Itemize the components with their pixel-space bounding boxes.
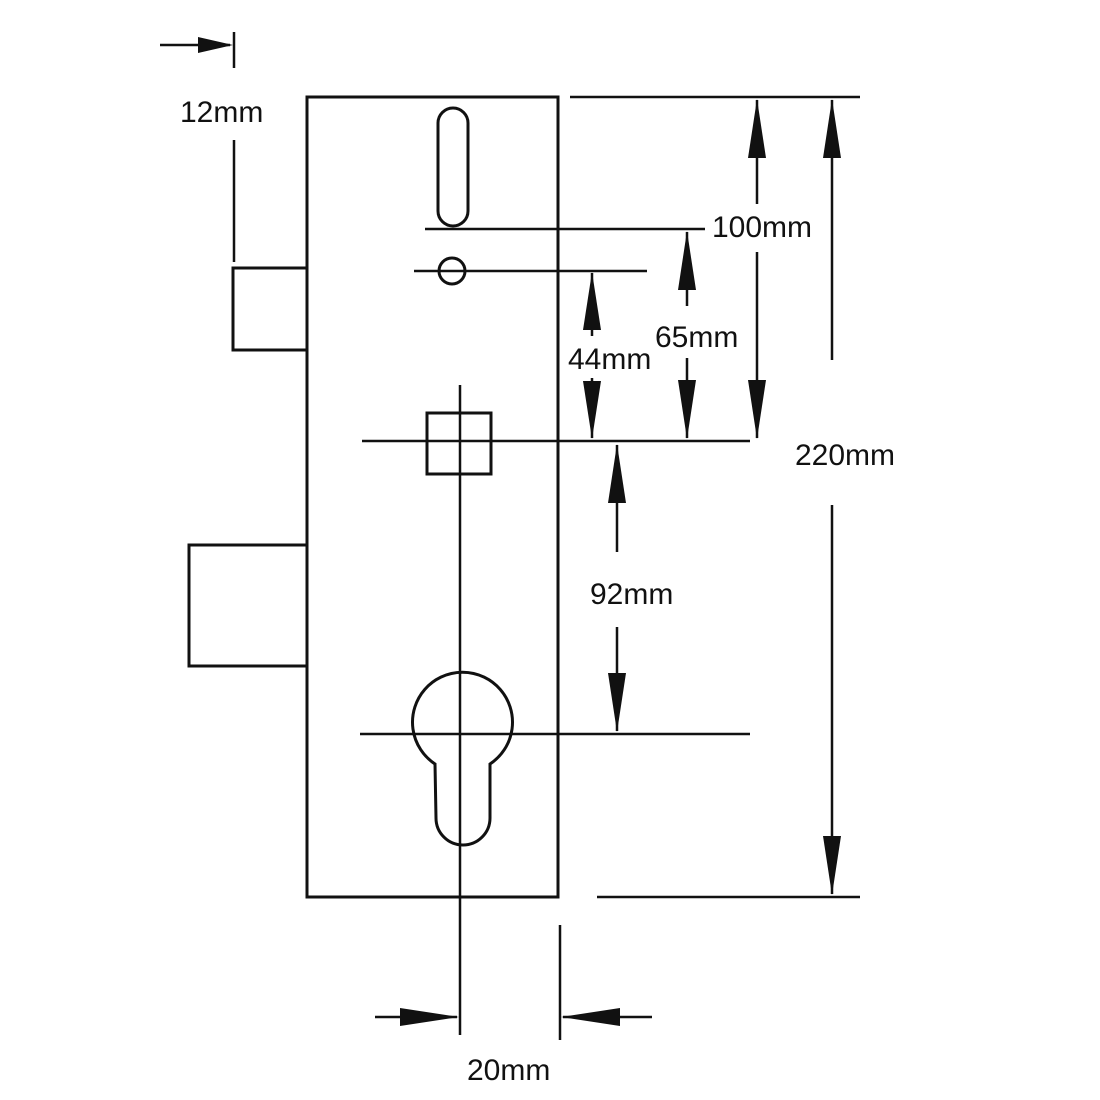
- dim-12-arrow: [198, 37, 233, 53]
- dim-100-label: 100mm: [712, 211, 812, 244]
- dim-220-arrow-up: [823, 99, 841, 158]
- dim-65-label: 65mm: [655, 321, 738, 354]
- dim-12-label: 12mm: [180, 96, 263, 129]
- dim-220-label: 220mm: [795, 439, 895, 472]
- dim-20-arrow-right: [561, 1008, 620, 1026]
- dim-20-arrow-left: [400, 1008, 459, 1026]
- lock-faceplate: [305, 95, 560, 899]
- dim-44-label: 44mm: [568, 343, 651, 376]
- dim-100-arrow-up: [748, 99, 766, 158]
- dead-bolt: [187, 543, 309, 668]
- euro-cylinder-cutout: [411, 670, 514, 847]
- dim-100-arrow-down: [748, 380, 766, 439]
- dim-65-arrow-up: [678, 231, 696, 290]
- latch-bolt-upper: [231, 266, 309, 352]
- dim-44-arrow-up: [583, 272, 601, 330]
- top-slot: [436, 106, 470, 228]
- dim-92-arrow-up: [608, 444, 626, 503]
- dim-65-arrow-down: [678, 380, 696, 439]
- dim-92-arrow-down: [608, 673, 626, 732]
- dim-92-label: 92mm: [590, 578, 673, 611]
- dim-20-label: 20mm: [467, 1054, 550, 1087]
- dim-44-arrow-down: [583, 381, 601, 439]
- dim-220-arrow-down: [823, 836, 841, 895]
